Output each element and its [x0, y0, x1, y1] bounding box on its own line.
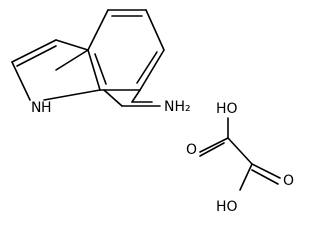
oxalic-acid-molecule: HO O O HO: [186, 101, 294, 215]
bond-c-bottom-oh: [239, 163, 253, 191]
bond-c6-c7: [139, 49, 165, 91]
benzene-ring: [55, 9, 165, 91]
bond-c-bottom-o-double-inner: [251, 169, 279, 185]
bond-c7-ch2: [131, 89, 141, 103]
hydroxyl-bottom-label: HO: [216, 199, 238, 215]
amine-group-label: NH₂: [164, 99, 191, 115]
bond-c3a-c4: [87, 9, 109, 51]
indole-methanamine-molecule: N H NH₂: [11, 9, 191, 116]
bond-c3a-c3: [55, 39, 89, 51]
carbonyl-oxygen-bottom-label: O: [283, 173, 294, 189]
bond-c5-c6: [145, 9, 165, 51]
bond-c7-methylene: [103, 89, 123, 107]
bond-c2-n1: [11, 61, 31, 101]
bond-c-c: [227, 137, 253, 165]
ring-nitrogen-hydrogen-label: H: [41, 100, 52, 116]
bond-c7a-c3a: [55, 49, 89, 71]
bond-c7a-c3a-ring: [87, 49, 101, 91]
ring-nitrogen-label: N: [31, 100, 41, 116]
bond-c-top-o-double: [199, 137, 229, 153]
pyrrole-ring: [11, 39, 101, 101]
carbonyl-oxygen-top-label: O: [186, 142, 197, 158]
chemical-structure-drawing: N H NH₂ HO O O HO: [11, 9, 294, 215]
bond-c3-c2-inner: [16, 45, 57, 67]
bond-n1-c7a: [43, 89, 101, 101]
bond-c6-c7-inner: [136, 51, 158, 84]
bond-c-top-o-double-inner: [199, 142, 225, 157]
bond-c-bottom-o-double: [251, 163, 281, 179]
bond-c7a-c3a-inner: [94, 53, 107, 85]
hydroxyl-top-label: HO: [216, 101, 238, 117]
bond-c3-c2: [11, 39, 57, 63]
